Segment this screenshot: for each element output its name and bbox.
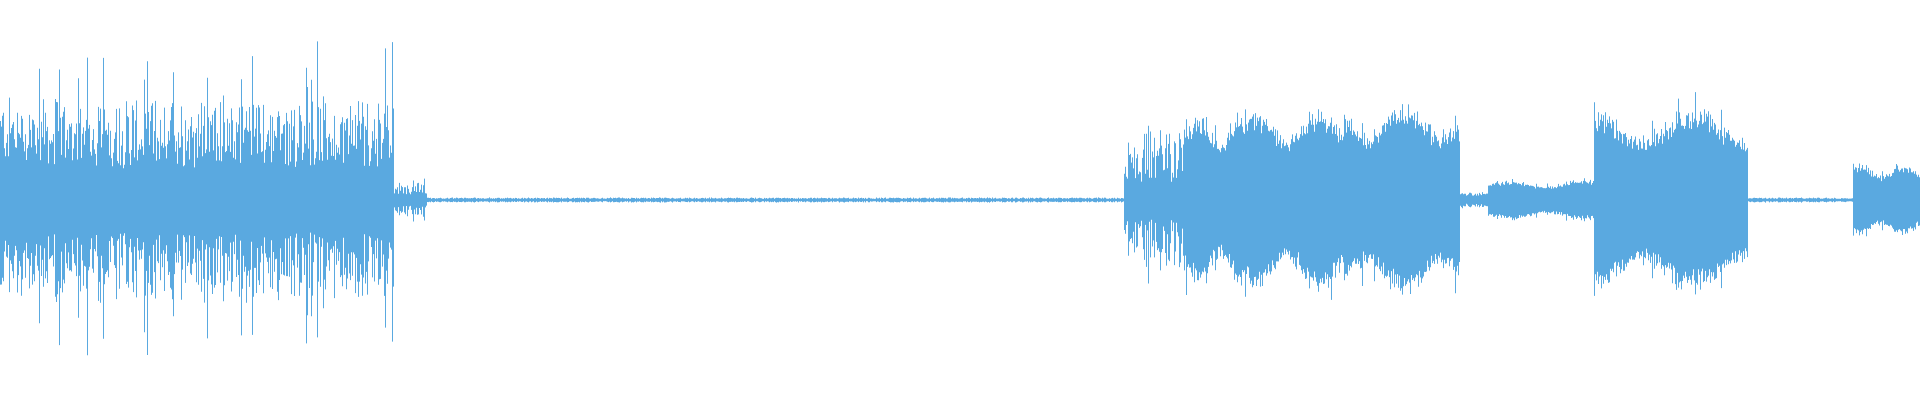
waveform-path [0, 41, 1920, 356]
